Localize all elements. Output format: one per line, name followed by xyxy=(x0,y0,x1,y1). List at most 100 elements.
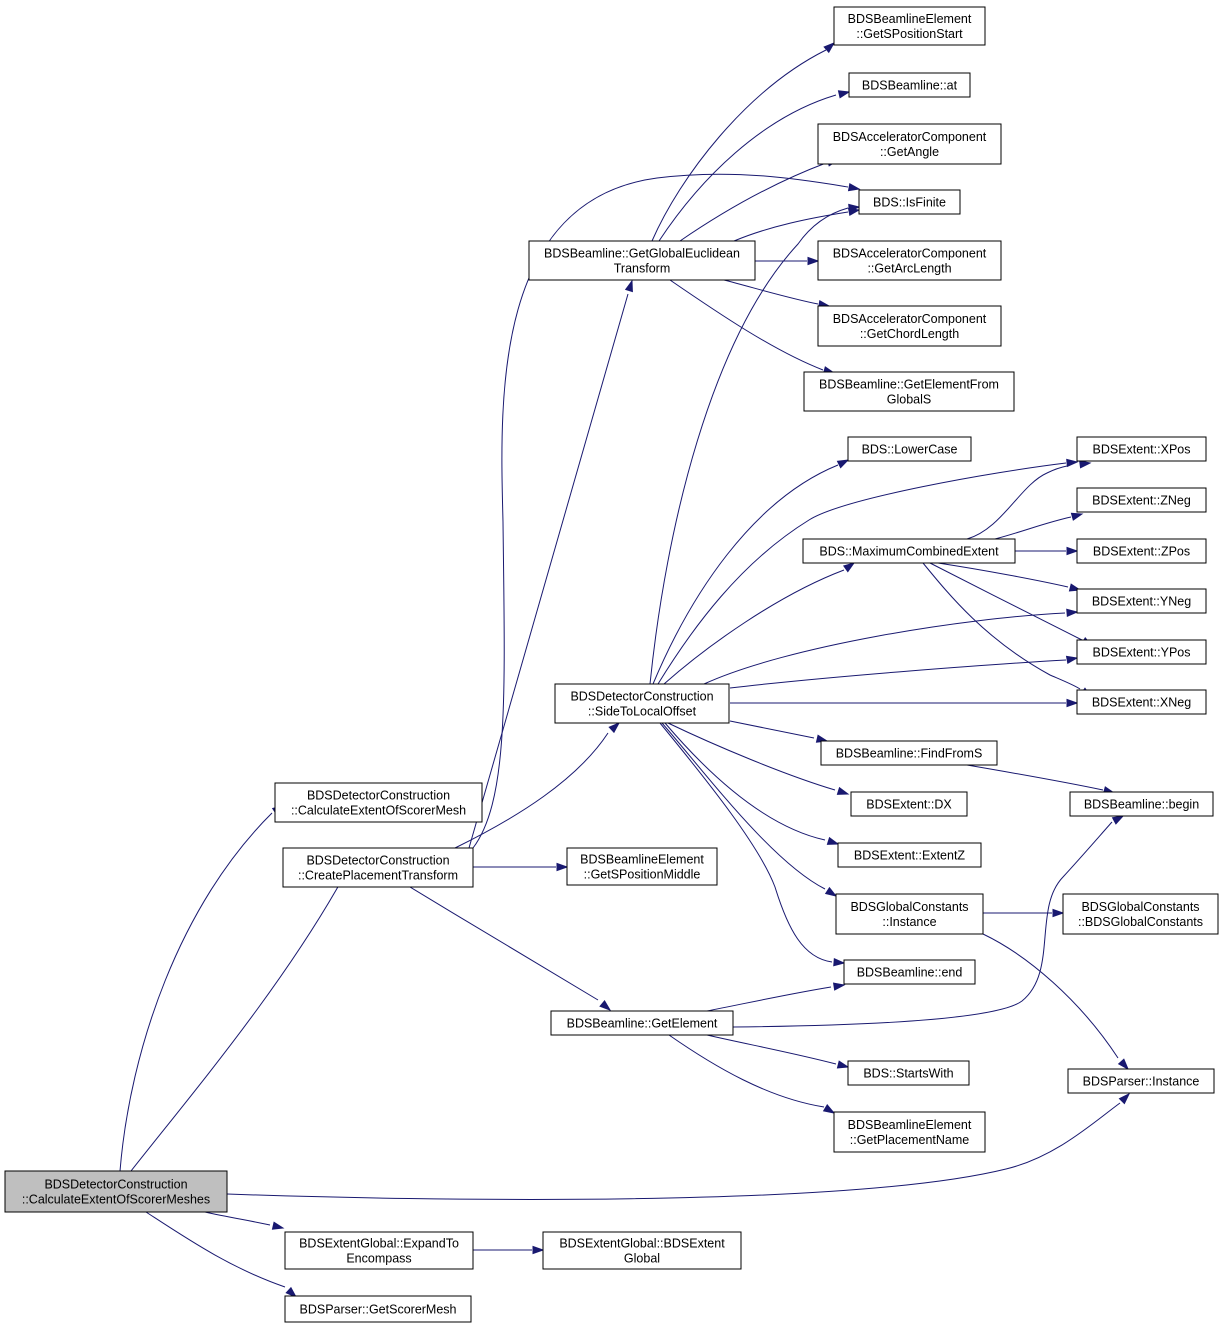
node-extentZ[interactable]: BDSExtent::ExtentZ xyxy=(837,842,982,868)
arrowhead xyxy=(285,1286,298,1299)
node-gcInstance[interactable]: BDSGlobalConstants::Instance xyxy=(835,893,984,935)
edge-root-to-createPT xyxy=(130,859,361,1172)
edge-line xyxy=(706,986,832,1012)
node-at[interactable]: BDSBeamline::at xyxy=(848,72,971,98)
node-label-line: BDSExtent::ExtentZ xyxy=(854,849,966,863)
node-label-line: ::CalculateExtentOfScorerMeshes xyxy=(22,1193,210,1207)
edge-sideToLocal-to-end xyxy=(659,722,846,967)
node-label-line: BDSExtent::YNeg xyxy=(1092,595,1191,609)
edge-line xyxy=(119,812,273,1172)
arrowhead xyxy=(1066,608,1079,618)
edge-line xyxy=(723,279,819,305)
edge-line xyxy=(409,886,599,1001)
arrowhead xyxy=(556,862,569,872)
node-label-line: BDSExtent::XNeg xyxy=(1092,696,1191,710)
node-label-line: BDSBeamline::end xyxy=(857,966,963,980)
node-maxComb[interactable]: BDS::MaximumCombinedExtent xyxy=(802,538,1016,564)
edge-line xyxy=(729,720,815,739)
node-yneg[interactable]: BDSExtent::YNeg xyxy=(1076,588,1207,614)
node-label-line: BDSBeamline::GetElementFrom xyxy=(819,378,999,392)
node-label-line: BDSDetectorConstruction xyxy=(307,789,450,803)
node-label-line: BDSBeamline::begin xyxy=(1084,798,1199,812)
edge-maxComb-to-zpos xyxy=(1015,546,1079,556)
node-getElement[interactable]: BDSBeamline::GetElement xyxy=(550,1010,734,1036)
node-parserInstance[interactable]: BDSParser::Instance xyxy=(1067,1068,1215,1094)
arrowhead xyxy=(833,957,846,967)
edge-line xyxy=(669,279,824,371)
node-box xyxy=(284,1295,472,1323)
node-getArc[interactable]: BDSAcceleratorComponent::GetArcLength xyxy=(817,240,1002,281)
edge-getGlobal-to-getArc xyxy=(755,256,820,266)
node-label-line: Transform xyxy=(614,262,671,276)
node-label-line: BDSExtent::DX xyxy=(866,798,952,812)
node-createPT[interactable]: BDSDetectorConstruction::CreatePlacement… xyxy=(282,847,474,888)
node-root[interactable]: BDSDetectorConstruction::CalculateExtent… xyxy=(4,1170,228,1213)
node-box xyxy=(858,189,961,215)
arrowhead xyxy=(807,256,820,266)
node-box xyxy=(282,847,474,888)
edge-root-to-parserInstance xyxy=(226,1092,1131,1200)
node-label-line: BDSDetectorConstruction xyxy=(44,1178,187,1192)
edge-line xyxy=(649,207,849,685)
node-end[interactable]: BDSBeamline::end xyxy=(843,959,976,985)
node-zpos[interactable]: BDSExtent::ZPos xyxy=(1076,538,1207,564)
edge-createPT-to-getSPosMid xyxy=(473,862,569,872)
node-findFromS[interactable]: BDSBeamline::FindFromS xyxy=(820,740,998,766)
edge-getGlobal-to-getAngle xyxy=(679,158,840,242)
node-ypos[interactable]: BDSExtent::YPos xyxy=(1076,639,1207,665)
node-getChord[interactable]: BDSAcceleratorComponent::GetChordLength xyxy=(817,305,1002,347)
edge-sideToLocal-to-gcInstance xyxy=(661,722,838,897)
edge-line xyxy=(733,211,849,242)
node-begin[interactable]: BDSBeamline::begin xyxy=(1069,791,1214,817)
node-extentGlobal[interactable]: BDSExtentGlobal::BDSExtentGlobal xyxy=(542,1231,742,1270)
node-isFinite[interactable]: BDS::IsFinite xyxy=(858,189,961,215)
arrowhead xyxy=(1066,458,1079,468)
edge-line xyxy=(663,569,845,685)
arrowhead xyxy=(823,42,836,54)
edge-line xyxy=(929,562,1083,641)
edge-sideToLocal-to-dx xyxy=(667,722,850,795)
node-xpos[interactable]: BDSExtent::XPos xyxy=(1076,436,1207,462)
node-dx[interactable]: BDSExtent::DX xyxy=(850,791,968,817)
edge-getGlobal-to-getElemFromS xyxy=(669,279,836,375)
node-zneg[interactable]: BDSExtent::ZNeg xyxy=(1076,487,1207,513)
arrowhead xyxy=(837,90,851,99)
node-label-line: BDSExtent::YPos xyxy=(1093,646,1191,660)
node-getSPosStart[interactable]: BDSBeamlineElement::GetSPositionStart xyxy=(833,6,986,46)
edge-sideToLocal-to-xneg xyxy=(730,698,1079,708)
edge-line xyxy=(468,293,629,849)
node-gcCtor[interactable]: BDSGlobalConstants::BDSGlobalConstants xyxy=(1062,893,1219,935)
node-lowerCase[interactable]: BDS::LowerCase xyxy=(847,436,972,462)
edge-line xyxy=(651,49,827,242)
node-label-line: ::SideToLocalOffset xyxy=(588,705,697,719)
node-label-line: BDSAcceleratorComponent xyxy=(833,130,987,144)
node-label-line: BDSExtent::ZPos xyxy=(1093,545,1190,559)
node-label-line: BDSExtent::ZNeg xyxy=(1092,494,1191,508)
node-xneg[interactable]: BDSExtent::XNeg xyxy=(1076,689,1207,715)
arrowhead xyxy=(271,1221,285,1230)
node-label-line: ::GetAngle xyxy=(880,145,939,159)
node-label-line: BDSBeamline::at xyxy=(862,79,958,93)
node-label-line: BDSBeamlineElement xyxy=(848,12,972,26)
edge-expand-to-extentGlobal xyxy=(473,1245,545,1255)
edge-getGlobal-to-at xyxy=(658,90,851,242)
node-sideToLocal[interactable]: BDSDetectorConstruction::SideToLocalOffs… xyxy=(554,683,730,724)
arrowhead xyxy=(836,459,850,469)
edge-line xyxy=(668,1034,825,1108)
edge-line xyxy=(661,722,826,890)
edge-sideToLocal-to-findFromS xyxy=(729,720,829,743)
edge-getElement-to-end xyxy=(706,982,846,1012)
node-getPlacementName[interactable]: BDSBeamlineElement::GetPlacementName xyxy=(833,1111,986,1153)
node-box xyxy=(550,1010,734,1036)
node-getSPosMid[interactable]: BDSBeamlineElement::GetSPositionMiddle xyxy=(566,847,718,886)
edge-line xyxy=(454,732,609,849)
node-startsWith[interactable]: BDS::StartsWith xyxy=(847,1060,970,1086)
node-calcMesh[interactable]: BDSDetectorConstruction::CalculateExtent… xyxy=(274,782,483,823)
node-getScorer[interactable]: BDSParser::GetScorerMesh xyxy=(284,1295,472,1323)
node-getAngle[interactable]: BDSAcceleratorComponent::GetAngle xyxy=(817,123,1002,165)
node-label-line: GlobalS xyxy=(887,393,931,407)
arrowhead xyxy=(836,1060,850,1069)
